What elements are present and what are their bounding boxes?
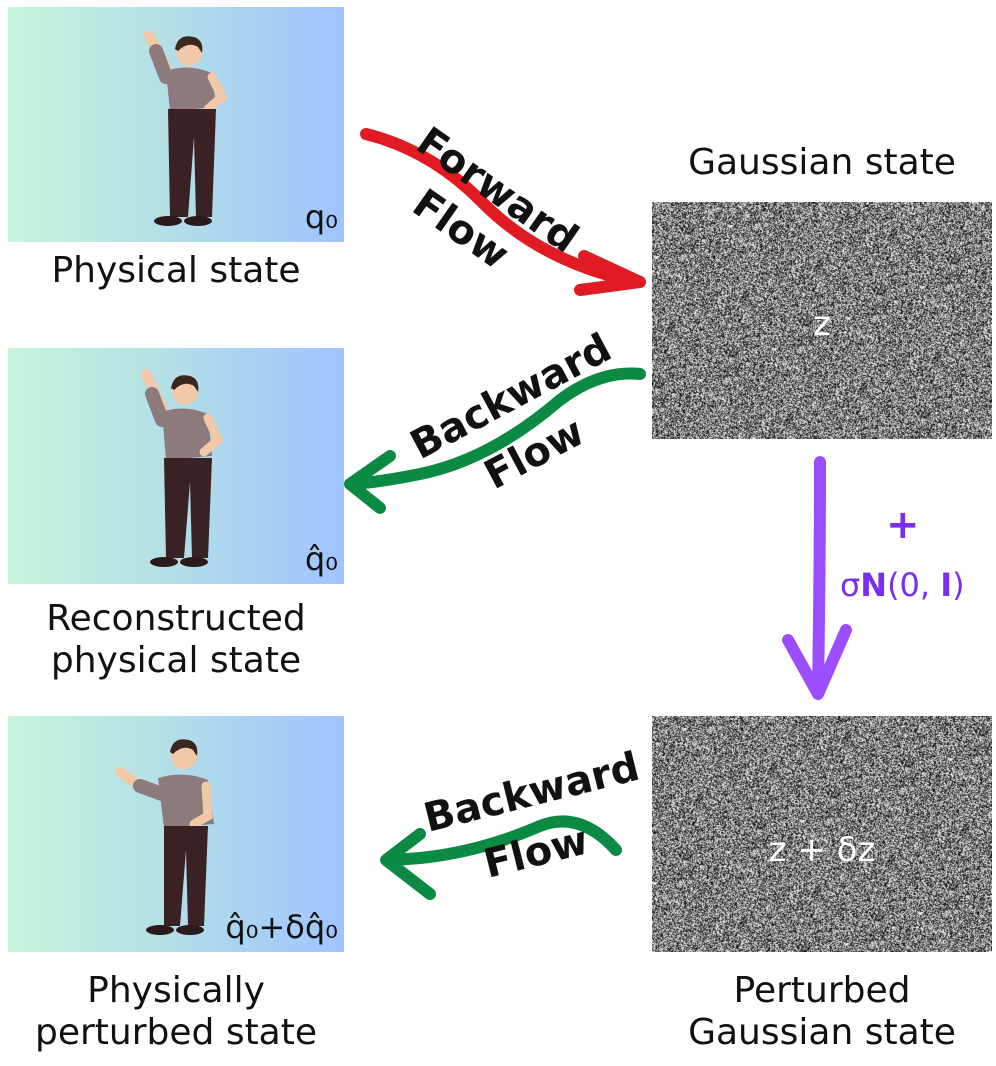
person-illustration [141, 369, 224, 567]
caption-line-2: Gaussian state [688, 1012, 956, 1053]
plus-sign: + [886, 502, 920, 548]
q0-hat-label: q̂₀ [304, 540, 338, 578]
perturbation-arrow [782, 456, 852, 700]
caption-line-2: physical state [50, 640, 302, 681]
sigma-noise-label: σN(0, I) [840, 566, 965, 604]
normal-N: N [860, 566, 888, 604]
sigma: σ [840, 566, 861, 604]
perturbed-q0-hat-label: q̂₀+δq̂₀ [225, 908, 338, 946]
z-label: z [813, 304, 831, 344]
gaussian-state-title: Gaussian state [688, 142, 956, 183]
physical-state-panel: q₀ [8, 7, 344, 242]
physical-state-caption: Physical state [51, 250, 301, 291]
z-plus-dz-label: z + δz [768, 830, 876, 870]
caption-line-1: Physically [87, 970, 265, 1011]
identity-I: I [940, 566, 953, 604]
noise-canvas [652, 716, 992, 952]
gaussian-noise-image: z [652, 202, 992, 439]
noise-canvas [652, 202, 992, 439]
reconstructed-state-panel: q̂₀ [8, 348, 344, 584]
backward-flow-arrow-2: Backward Flow [380, 744, 644, 900]
normal-args-close: ) [952, 566, 965, 604]
person-illustration [115, 739, 214, 935]
perturbed-gaussian-noise-image: z + δz [652, 716, 992, 952]
caption-line-1: Reconstructed [46, 598, 306, 639]
caption-line-1: Perturbed [733, 970, 911, 1011]
forward-flow-arrow: Forward Flow [360, 119, 646, 296]
perturbed-gaussian-caption: Perturbed Gaussian state [652, 970, 992, 1054]
reconstructed-state-caption: Reconstructed physical state [8, 598, 344, 682]
caption-line-2: perturbed state [34, 1012, 318, 1053]
backward-flow-label: Flow [479, 818, 592, 888]
perturbed-state-panel: q̂₀+δq̂₀ [8, 716, 344, 952]
backward-flow-arrow-1: Backward Flow [344, 325, 646, 514]
person-illustration [143, 30, 228, 226]
perturbed-state-caption: Physically perturbed state [8, 970, 344, 1054]
normal-args-open: (0, [887, 566, 941, 604]
q0-label: q₀ [304, 198, 338, 236]
